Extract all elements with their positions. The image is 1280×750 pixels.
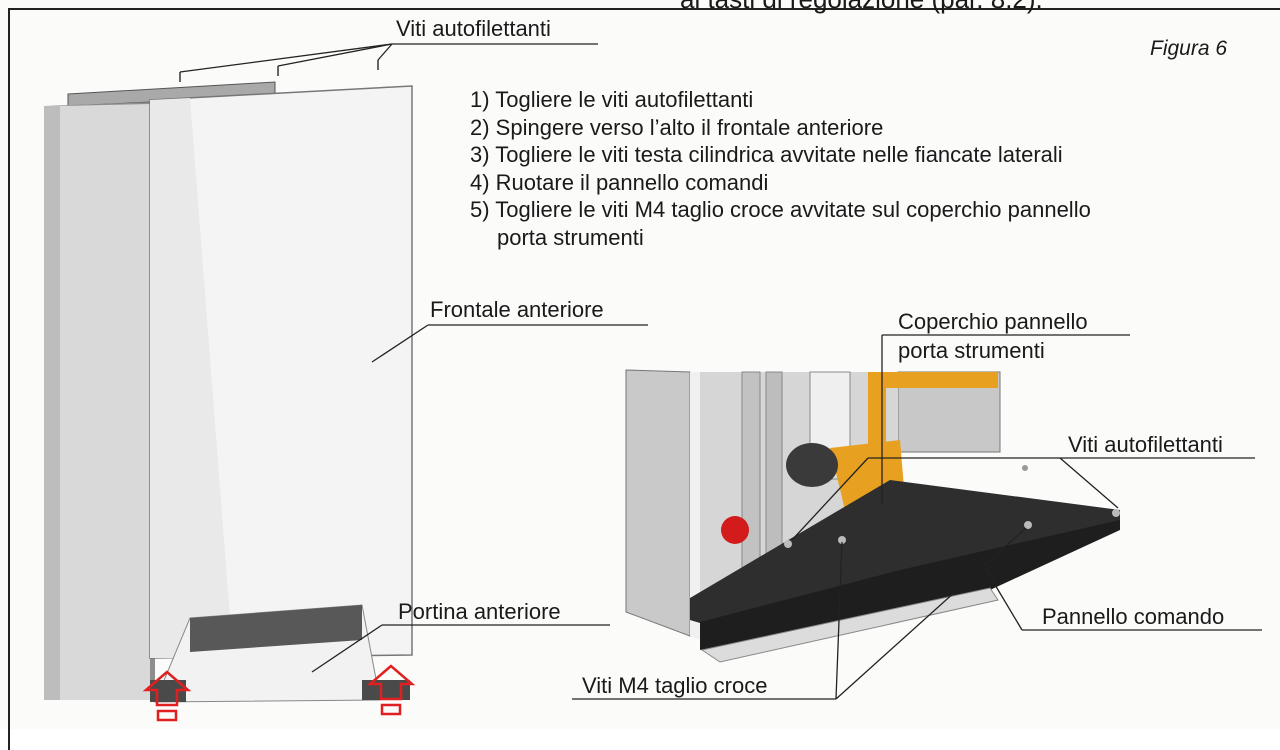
label-viti-m4: Viti M4 taglio croce — [582, 673, 768, 698]
boiler-open-view — [625, 369, 1120, 663]
figure-label: Figura 6 — [1150, 37, 1228, 60]
figure-frame — [8, 8, 1280, 750]
label-portina-anteriore: Portina anteriore — [398, 599, 561, 624]
label-coperchio-line2: porta strumenti — [898, 338, 1045, 363]
push-up-arrows — [142, 664, 416, 722]
label-pannello-comando: Pannello comando — [1042, 604, 1225, 629]
label-viti-autofilettanti-top: Viti autofilettanti — [396, 16, 551, 41]
label-coperchio-line1: Coperchio pannello — [898, 309, 1088, 334]
step-2: 2) Spingere verso l’alto il frontale ant… — [470, 114, 884, 140]
manual-page: ai tasti di regolazione (par. 8.2). Figu… — [8, 0, 1280, 750]
instruction-steps: 1) Togliere le viti autofilettanti 2) Sp… — [470, 86, 1091, 251]
step-4: 4) Ruotare il pannello comandi — [470, 169, 769, 195]
step-1: 1) Togliere le viti autofilettanti — [470, 87, 754, 112]
step-5: 5) Togliere le viti M4 taglio croce avvi… — [470, 197, 1091, 222]
boiler-front-view — [44, 60, 413, 703]
leader-lines — [179, 43, 1262, 700]
label-frontale-anteriore: Frontale anteriore — [430, 297, 604, 322]
illustration — [44, 43, 1262, 722]
label-viti-autofilettanti-right: Viti autofilettanti — [1068, 432, 1223, 457]
step-5-continuation: porta strumenti — [497, 224, 644, 250]
step-3: 3) Togliere le viti testa cilindrica avv… — [470, 142, 1063, 167]
header-partial-text: ai tasti di regolazione (par. 8.2). — [680, 0, 1043, 12]
